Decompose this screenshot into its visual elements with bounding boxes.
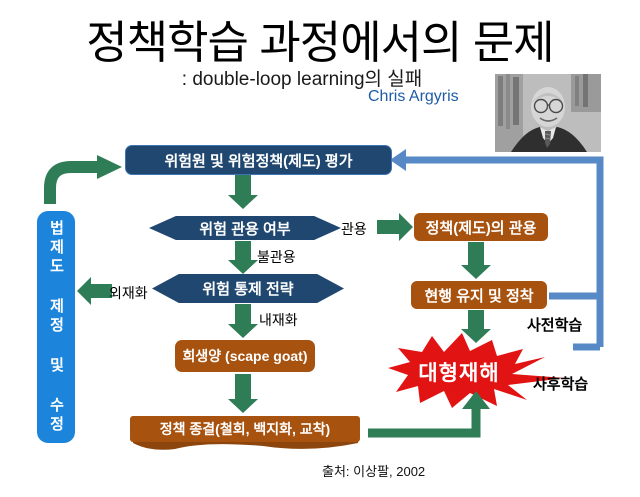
evaluation-box: 위험원 및 위험정책(제도) 평가 [125, 145, 392, 175]
termination-to-disaster-arrowhead [462, 391, 490, 409]
policy-tolerance-box: 정책(제도)의 관용 [414, 213, 548, 241]
feedback-loop-arrowhead [390, 149, 406, 171]
label-internalization: 내재화 [259, 312, 298, 328]
feedback-loop-line [404, 156, 604, 347]
label-tolerated: 관용 [341, 221, 367, 237]
arrow-scapegoat-to-termination [228, 374, 258, 413]
revision-to-evaluation-arrowhead [97, 155, 122, 179]
risk-tolerance-decision: 위험 관용 여부 [149, 216, 341, 240]
law-revision-box: 법제도 제정 및 수정 [37, 211, 75, 443]
policy-termination-box: 정책 종결(철회, 백지화, 교착) [130, 416, 360, 442]
arrow-strategy-to-scapegoat [228, 304, 258, 338]
label-not-tolerated: 불관용 [257, 249, 296, 265]
termination-to-disaster-arrow [368, 406, 481, 438]
risk-control-strategy: 위험 통제 전략 [152, 274, 344, 303]
slide-subtitle: : double-loop learning의 실패 [181, 69, 423, 90]
label-ex-post-learning: 사후학습 [533, 376, 589, 393]
label-externalization: 외재화 [109, 285, 148, 301]
disaster-starburst [388, 333, 565, 408]
arrow-tolerance-to-statusquo [461, 242, 491, 279]
portrait-photo [495, 74, 601, 152]
status-quo-box: 현행 유지 및 정착 [411, 281, 547, 309]
law-revision-label: 법제도 제정 및 수정 [47, 219, 65, 435]
author-name: Chris Argyris [368, 88, 459, 105]
arrow-decision-to-strategy [228, 241, 258, 274]
slide-title: 정책학습 과정에서의 문제 [86, 17, 554, 68]
arrow-tolerated-right [377, 213, 413, 241]
label-ex-ante-learning: 사전학습 [527, 317, 583, 334]
revision-to-evaluation-arrow [44, 161, 97, 204]
arrow-evaluation-to-decision [228, 175, 258, 209]
arrow-externalize-left [77, 277, 112, 305]
arrow-statusquo-to-disaster [461, 310, 491, 343]
scapegoat-box: 희생양 (scape goat) [175, 340, 315, 372]
source-citation: 출처: 이상팔, 2002 [322, 464, 426, 479]
disaster-label: 대형재해 [418, 362, 500, 385]
